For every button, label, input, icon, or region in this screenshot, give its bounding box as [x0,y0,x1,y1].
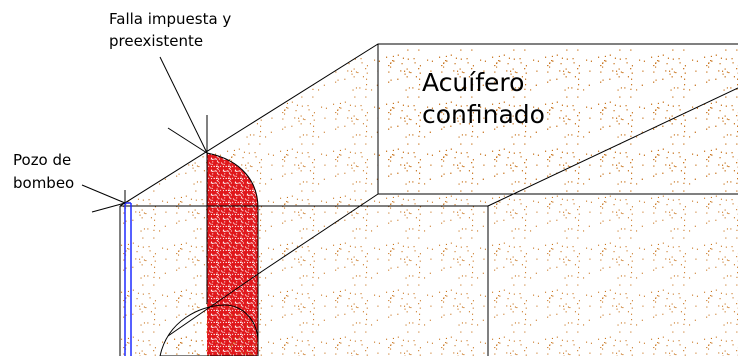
aquifer-label-line2: confinado [422,100,545,129]
well-label-line1: Pozo de [13,151,71,169]
pumping-well [124,202,132,356]
fault-label-line2: preexistente [109,32,203,50]
fault-outline [206,152,259,356]
aquifer-label-line1: Acuífero [422,68,524,97]
right-face [488,88,738,356]
leader-lines [81,56,208,213]
top-face [120,44,738,206]
fault-cylinder [159,304,259,356]
fault-label-line1: Falla impuesta y [109,10,231,28]
well-label-line2: bombeo [13,174,74,192]
